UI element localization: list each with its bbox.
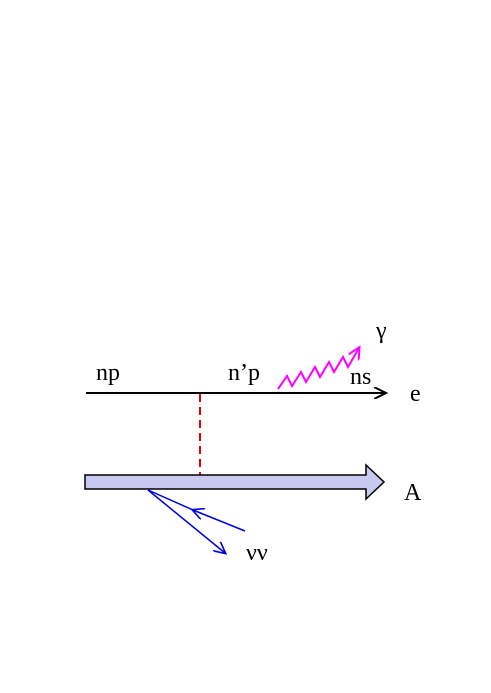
neutrino-line-incoming xyxy=(193,510,246,532)
nucleus-arrow xyxy=(84,463,386,501)
label-initial-state: np xyxy=(96,360,120,386)
label-final-state: ns xyxy=(350,364,371,390)
label-photon: γ xyxy=(375,318,387,344)
neutrino-line-outgoing xyxy=(147,489,225,553)
label-intermediate-state: n’p xyxy=(228,360,260,386)
photon-line xyxy=(277,348,359,390)
neutrino-line-join xyxy=(147,489,194,511)
label-electron: e xyxy=(410,381,421,407)
label-neutrino-pair: νν xyxy=(246,540,268,566)
label-nucleus: A xyxy=(404,480,422,506)
